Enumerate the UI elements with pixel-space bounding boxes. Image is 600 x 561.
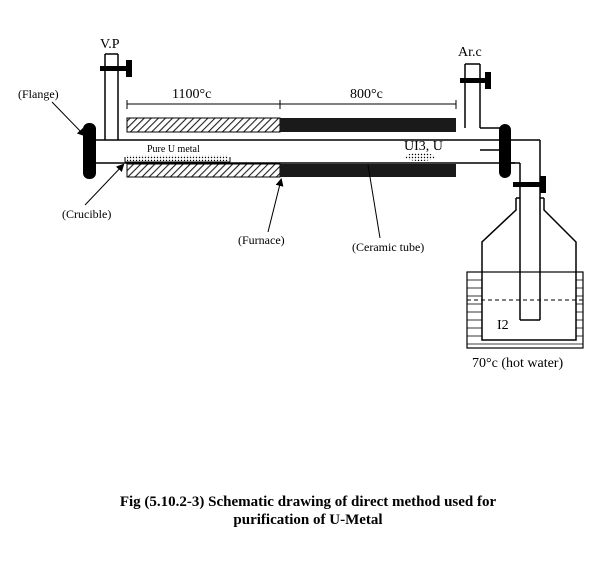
hot-water-label: 70°c (hot water) [472, 356, 563, 371]
right-flange [499, 124, 511, 178]
crucible [124, 155, 231, 163]
temp-left-label: 1100°c [172, 87, 211, 102]
outlet-valve-icon [513, 176, 546, 193]
figure-caption-line2: purification of U-Metal [233, 512, 382, 528]
left-flange [83, 123, 96, 179]
pure-u-metal-label: Pure U metal [147, 144, 200, 155]
water-bath-hatching [467, 279, 583, 345]
furnace-cool-zone-top [280, 118, 456, 132]
furnace-hot-zone-top [126, 117, 281, 133]
iodine-label: I2 [497, 318, 509, 333]
main-tube [92, 139, 515, 164]
furnace-pointer [267, 178, 284, 233]
ar-inlet-bracket [480, 127, 504, 151]
water-bath [466, 271, 584, 349]
ceramic-tube-pointer [367, 164, 381, 239]
temp-bracket [126, 100, 457, 109]
ui3-deposit [405, 153, 435, 161]
outlet-tube [511, 139, 541, 321]
crucible-label: (Crucible) [62, 207, 111, 221]
ui3-u-label: UI3, U [404, 139, 443, 154]
temp-right-label: 800°c [350, 87, 383, 102]
arc-tube [464, 63, 481, 128]
furnace-cool-zone-bottom [280, 164, 456, 177]
flange-label: (Flange) [18, 87, 59, 101]
crucible-pointer [84, 163, 125, 206]
arc-valve-icon [460, 72, 491, 89]
vp-label: V.P [100, 37, 120, 52]
vp-valve-icon [100, 60, 132, 77]
furnace-hot-zone-bottom [126, 163, 281, 178]
figure-caption-line1: Fig (5.10.2-3) Schematic drawing of dire… [120, 494, 497, 510]
flange-pointer [51, 101, 86, 137]
arc-label: Ar.c [458, 45, 482, 60]
ceramic-tube-label: (Ceramic tube) [352, 240, 424, 254]
iodine-flask [481, 197, 577, 341]
furnace-label: (Furnace) [238, 233, 285, 247]
